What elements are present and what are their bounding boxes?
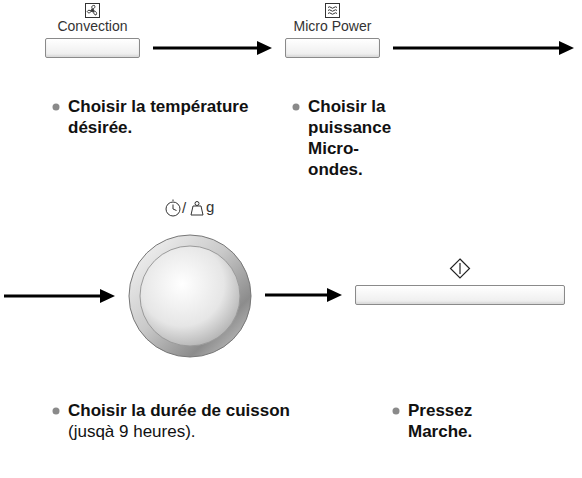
arrow-head xyxy=(100,289,115,303)
dial-knob xyxy=(128,234,252,358)
button-label-group: Convection xyxy=(45,18,140,34)
button-face xyxy=(355,285,565,305)
button-label-group: Micro Power xyxy=(285,18,380,34)
flow-arrow xyxy=(4,41,574,303)
note-text: (jusqà 9 heures). xyxy=(68,421,368,442)
arrow-head xyxy=(559,41,574,55)
scale-icon xyxy=(191,202,203,216)
clock-icon xyxy=(166,200,180,217)
convection-button: Convection xyxy=(45,0,140,60)
flow-arrow xyxy=(153,41,272,55)
time-weight-dial: /g xyxy=(120,198,260,364)
arrow-shaft xyxy=(153,47,259,50)
instruction-text: Choisir la puissance Micro-ondes. xyxy=(308,96,400,180)
instruction-text: Choisir la température désirée. xyxy=(68,96,268,138)
dial-face xyxy=(140,246,240,346)
dial-symbol-text: / xyxy=(182,199,186,217)
start-icon xyxy=(451,259,470,278)
button-label: Micro Power xyxy=(285,18,380,34)
arrow-shaft xyxy=(4,48,561,296)
arrow-head xyxy=(327,288,342,302)
button-face xyxy=(285,38,380,58)
instruction-text: Pressez Marche. xyxy=(408,400,498,442)
instruction-text: Choisir la durée de cuisson xyxy=(68,400,368,421)
fan-icon xyxy=(86,4,100,18)
microwave-icon xyxy=(326,4,340,18)
arrow-shaft xyxy=(265,294,329,297)
button-face xyxy=(45,38,140,58)
button-label: Convection xyxy=(45,18,140,34)
arrow-head xyxy=(257,41,272,55)
flow-arrow xyxy=(265,288,342,302)
start-button xyxy=(355,258,565,308)
dial-ring xyxy=(129,235,251,357)
dial-symbol-text: g xyxy=(206,198,214,216)
micro-power-button: Micro Power xyxy=(285,0,380,60)
